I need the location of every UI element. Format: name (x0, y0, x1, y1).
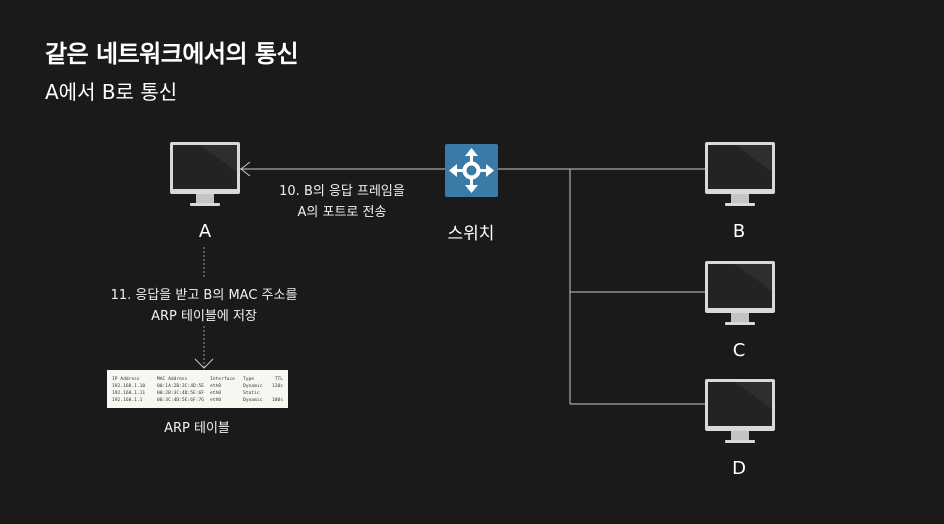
node-d-label: D (732, 458, 746, 479)
arp-cell: Dynamic (243, 384, 263, 389)
page-title: 같은 네트워크에서의 통신 (45, 40, 299, 68)
step10-caption-line2: A의 포트로 전송 (297, 205, 387, 220)
arp-cell: eth0 (210, 384, 222, 389)
arp-cell: Dynamic (243, 398, 263, 403)
arp-cell: 00:1A:2B:3C:4D:5E (157, 384, 205, 389)
table-arrowhead (194, 358, 214, 369)
step11-caption-line2: ARP 테이블에 저장 (151, 309, 257, 324)
computer-d-monitor-icon (705, 379, 775, 443)
arp-header-ttl: TTL (274, 377, 283, 382)
arp-cell (271, 390, 283, 397)
switch-label: 스위치 (447, 224, 495, 244)
arp-header-type: Type (243, 377, 255, 382)
computer-b-monitor-icon (705, 142, 775, 206)
arp-header-interface: Interface (210, 377, 235, 382)
switch-to-a-arrowhead (240, 161, 251, 177)
node-a-label: A (198, 221, 212, 242)
switch-arrows-icon (449, 148, 494, 193)
arp-cell: eth0 (210, 391, 222, 396)
arp-cell: 192.168.1.1 (112, 398, 143, 403)
arp-table-row: 192.168.1.11 00:2B:3C:4D:5E:6F eth0 Stat… (112, 390, 283, 397)
page-subtitle: A에서 B로 통신 (45, 80, 178, 104)
step10-caption: 10. B의 응답 프레임을 A의 포트로 전송 (262, 181, 422, 223)
step11-caption: 11. 응답을 받고 B의 MAC 주소를 ARP 테이블에 저장 (94, 285, 314, 327)
switch-icon (445, 144, 498, 197)
arp-header-ip: IP Address (112, 377, 140, 382)
node-c-label: C (732, 340, 746, 361)
arp-cell: 192.168.1.10 (112, 384, 146, 389)
arp-cell: 00:3C:4D:5E:6F:7G (157, 398, 205, 403)
step10-caption-line1: 10. B의 응답 프레임을 (279, 184, 405, 199)
arp-cell: 192.168.1.11 (112, 391, 146, 396)
node-b-label: B (732, 221, 746, 242)
arp-cell: Static (243, 391, 260, 396)
arp-cell: 00:2B:3C:4D:5E:6F (157, 391, 205, 396)
arp-table-caption: ARP 테이블 (164, 421, 230, 436)
arp-table-row: 192.168.1.10 00:1A:2B:3C:4D:5E eth0 Dyna… (112, 383, 283, 390)
computer-c-monitor-icon (705, 261, 775, 325)
arp-table-row: 192.168.1.1 00:3C:4D:5E:6F:7G eth0 Dynam… (112, 397, 283, 404)
arp-table: IP Address MAC Address Interface Type TT… (107, 370, 288, 408)
step11-caption-line1: 11. 응답을 받고 B의 MAC 주소를 (110, 288, 298, 303)
arp-header-mac: MAC Address (157, 377, 188, 382)
arp-cell: 180s (271, 398, 283, 403)
computer-a-monitor-icon (170, 142, 240, 206)
arp-cell: 120s (271, 384, 283, 389)
arp-table-header: IP Address MAC Address Interface Type TT… (112, 376, 283, 383)
arp-cell: eth0 (210, 398, 222, 403)
